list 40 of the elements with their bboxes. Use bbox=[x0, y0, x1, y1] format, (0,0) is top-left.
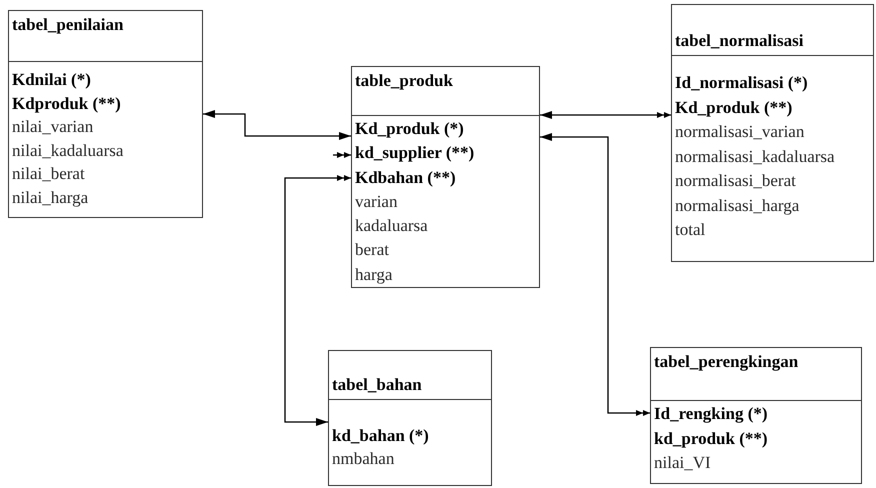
relationship-connector bbox=[540, 111, 671, 119]
table-title: tabel_normalisasi bbox=[675, 30, 804, 52]
entity-table bbox=[8, 10, 203, 218]
field-name: nilai_VI bbox=[654, 452, 711, 474]
field-name: Id_normalisasi (*) bbox=[675, 72, 808, 94]
field-name: Kdbahan (**) bbox=[355, 166, 456, 189]
field-name: harga bbox=[355, 264, 392, 286]
relationship-connector bbox=[333, 152, 351, 158]
field-name: normalisasi_berat bbox=[675, 170, 796, 192]
field-name: Kd_produk (**) bbox=[675, 96, 792, 119]
field-name: Id_rengking (*) bbox=[654, 403, 768, 425]
relationship-connector bbox=[540, 133, 650, 416]
field-name: normalisasi_varian bbox=[675, 121, 804, 143]
field-name: nilai_harga bbox=[12, 186, 88, 209]
field-name: nilai_kadaluarsa bbox=[12, 140, 124, 162]
relationship-connector bbox=[203, 110, 351, 140]
table-title: tabel_penilaian bbox=[12, 14, 124, 36]
field-name: Kd_produk (*) bbox=[355, 118, 464, 140]
field-name: normalisasi_kadaluarsa bbox=[675, 146, 835, 168]
field-name: total bbox=[675, 219, 706, 241]
field-name: varian bbox=[355, 190, 398, 213]
relationship-connector bbox=[284, 175, 351, 426]
entity-table bbox=[351, 66, 540, 288]
table-title: tabel_perengkingan bbox=[654, 351, 798, 373]
field-name: Kdnilai (*) bbox=[12, 69, 91, 91]
field-name: nmbahan bbox=[332, 448, 394, 470]
field-name: kadaluarsa bbox=[355, 215, 428, 238]
field-name: kd_supplier (**) bbox=[355, 142, 474, 164]
field-name: nilai_varian bbox=[12, 116, 94, 138]
table-title: tabel_bahan bbox=[332, 374, 422, 396]
entity-table bbox=[650, 347, 862, 484]
field-name: kd_bahan (*) bbox=[332, 425, 429, 447]
field-name: nilai_berat bbox=[12, 163, 85, 185]
field-name: Kdproduk (**) bbox=[12, 92, 121, 115]
field-name: berat bbox=[355, 239, 389, 262]
field-name: normalisasi_harga bbox=[675, 194, 800, 217]
field-name: kd_produk (**) bbox=[654, 428, 768, 450]
entity-table bbox=[671, 4, 874, 262]
table-title: table_produk bbox=[355, 70, 453, 92]
entity-table bbox=[328, 350, 492, 486]
